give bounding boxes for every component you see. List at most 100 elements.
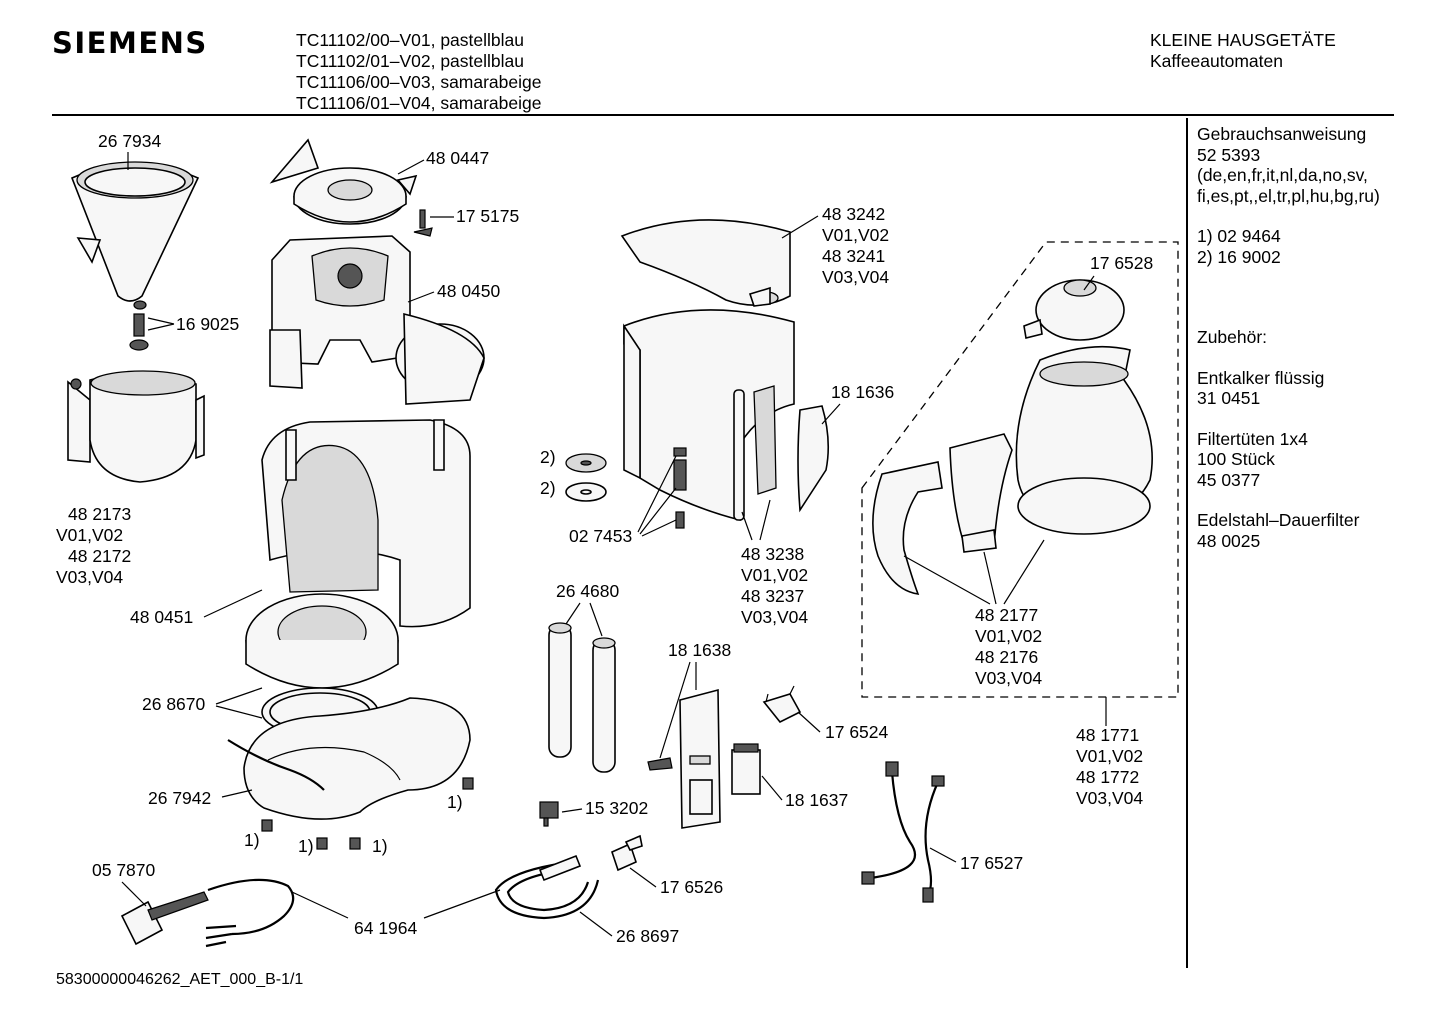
model-list: TC11102/00–V01, pastellblau TC11102/01–V… (296, 30, 542, 114)
note-mark: 1) (298, 836, 314, 856)
part-label: 18 1636 (831, 382, 894, 402)
accessory-name: Filtertüten 1x4 (1197, 428, 1308, 449)
accessory-number: 31 0451 (1197, 388, 1261, 408)
document-footer: 58300000046262_AET_000_B-1/1 (56, 971, 304, 988)
brand-logo: SIEMENS (52, 26, 208, 60)
note-mark: 1) (447, 792, 463, 812)
hose-connector-drawing (611, 834, 643, 872)
switch-housing-drawing (731, 743, 761, 795)
main-body-drawing (261, 419, 471, 628)
part-label: 48 3238 (741, 544, 804, 564)
note-mark: 1) (372, 836, 388, 856)
part-label: 17 6527 (960, 853, 1023, 873)
part-label: 18 1638 (668, 640, 731, 660)
part-label: 17 6524 (825, 722, 889, 742)
part-label: 17 5175 (456, 206, 519, 226)
base-plate-drawing (227, 697, 471, 820)
manual-number: 52 5393 (1197, 144, 1261, 165)
lid-drawing (269, 138, 418, 225)
part-label: 48 2172 (68, 546, 131, 566)
exploded-diagram: 26 7934 16 9025 48 2173 V01,V02 48 2172 … (56, 131, 1179, 948)
part-label: 48 1771 (1076, 725, 1139, 745)
part-label: 26 7942 (148, 788, 211, 808)
note-mark: 2) (540, 447, 556, 467)
carafe-lid-drawing (1023, 279, 1125, 341)
part-label: 17 6528 (1090, 253, 1153, 273)
part-label: 48 2176 (975, 647, 1038, 667)
handle-cover-drawing (797, 405, 830, 513)
accessory-name: Entkalker flüssig (1197, 367, 1325, 388)
tank-lid-drawing (620, 219, 791, 307)
header-divider (52, 114, 1394, 116)
heating-element-drawing (494, 854, 600, 920)
part-label: 26 8670 (142, 694, 206, 714)
part-label: V01,V02 (822, 225, 889, 245)
washer-drawing (565, 453, 607, 502)
front-panel-drawing (647, 688, 721, 829)
part-label: 02 7453 (569, 526, 632, 546)
switch-drawing (539, 801, 559, 827)
accessory-name: Edelstahl–Dauerfilter (1197, 510, 1360, 530)
accessory-qty: 100 Stück (1197, 449, 1275, 469)
accessory-number: 48 0025 (1197, 530, 1261, 551)
bracket-drawing (762, 685, 802, 724)
carafe-handle-drawing (872, 433, 1013, 595)
model-line: TC11102/01–V02, pastellblau (296, 51, 524, 71)
model-line: TC11106/00–V03, samarabeige (296, 72, 542, 92)
part-label: 48 3241 (822, 246, 885, 266)
upper-housing-drawing (269, 235, 485, 405)
part-label: 05 7870 (92, 860, 156, 880)
part-label: 48 2173 (68, 504, 131, 524)
power-cord-drawing (120, 878, 295, 948)
part-label: 48 3242 (822, 204, 885, 224)
valve-drawing (129, 300, 149, 351)
footnote: 1) 02 9464 (1197, 226, 1281, 246)
part-label: 26 4680 (556, 581, 620, 601)
part-label: 15 3202 (585, 798, 648, 818)
valve-spring-drawing (673, 447, 687, 529)
part-label: V03,V04 (822, 267, 889, 287)
part-label: 48 0451 (130, 607, 193, 627)
water-tank-drawing (623, 309, 795, 522)
model-line: TC11102/00–V01, pastellblau (296, 30, 524, 50)
model-line: TC11106/01–V04, samarabeige (296, 93, 542, 113)
part-label: V03,V04 (975, 668, 1042, 688)
part-label: V01,V02 (1076, 746, 1143, 766)
note-mark: 1) (244, 830, 260, 850)
part-label: 48 0447 (426, 148, 489, 168)
part-label: 26 7934 (98, 131, 162, 151)
water-tubes-drawing (548, 622, 616, 773)
part-label: 48 0450 (437, 281, 501, 301)
part-label: 48 2177 (975, 605, 1038, 625)
sidebar-divider (1186, 118, 1188, 968)
filter-funnel-drawing (70, 161, 200, 302)
warming-ring-drawing (245, 593, 399, 689)
part-label: V01,V02 (741, 565, 808, 585)
manual-languages: (de,en,fr,it,nl,da,no,sv, (1197, 165, 1368, 185)
screw-drawing (413, 209, 433, 237)
part-label: V03,V04 (1076, 788, 1143, 808)
part-label: V01,V02 (975, 626, 1042, 646)
part-label: 16 9025 (176, 314, 239, 334)
wire-harness-drawing (861, 761, 945, 903)
part-label: 48 1772 (1076, 767, 1139, 787)
part-label: V03,V04 (741, 607, 808, 627)
feet-drawing (261, 777, 474, 850)
accessory-number: 45 0377 (1197, 469, 1261, 490)
part-label: 64 1964 (354, 918, 418, 938)
category-title: KLEINE HAUSGETÄTE (1150, 30, 1336, 50)
part-label: V01,V02 (56, 525, 123, 545)
glass-carafe-drawing (1015, 345, 1153, 535)
product-category: KLEINE HAUSGETÄTE Kaffeeautomaten (1150, 30, 1336, 72)
accessories-title: Zubehör: (1197, 327, 1268, 347)
part-label: 18 1637 (785, 790, 848, 810)
part-label: 17 6526 (660, 877, 723, 897)
manual-title: Gebrauchsanweisung (1197, 124, 1367, 144)
part-label: 26 8697 (616, 926, 679, 946)
manual-languages: fi,es,pt,,el,tr,pl,hu,bg,ru) (1197, 185, 1380, 206)
part-label: 48 3237 (741, 586, 804, 606)
category-subtitle: Kaffeeautomaten (1150, 51, 1283, 71)
drip-tray-drawing (67, 370, 205, 483)
carafe-group-box (861, 241, 1179, 698)
note-mark: 2) (540, 478, 556, 498)
